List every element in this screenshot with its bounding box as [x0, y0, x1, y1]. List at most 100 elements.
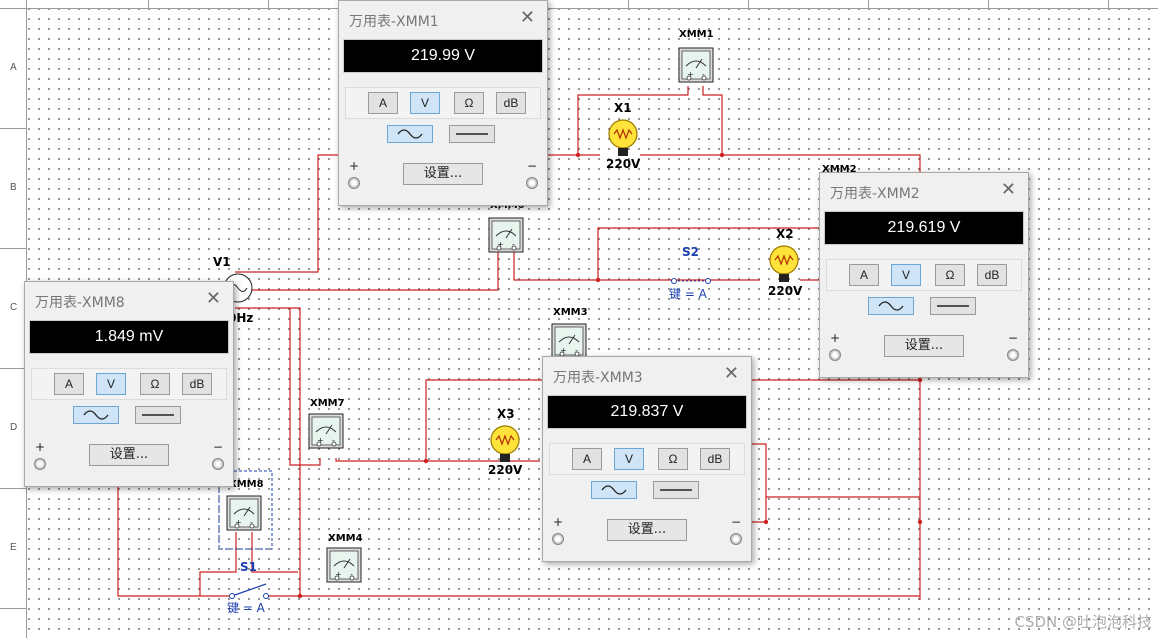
decibel-button[interactable]: dB	[977, 264, 1007, 286]
panel-title: 万用表-XMM2	[830, 186, 920, 202]
settings-button[interactable]: 设置...	[607, 519, 687, 541]
ohmmeter-button[interactable]: Ω	[454, 92, 484, 114]
selection-box	[218, 470, 273, 550]
reading-display: 1.849 mV	[29, 320, 229, 354]
lamp-x2[interactable]	[769, 245, 799, 283]
switch-s1[interactable]: S1 键 = A	[227, 560, 298, 615]
plus-terminal-label: +	[830, 331, 841, 345]
switch-s2-key: 键 = A	[669, 287, 708, 301]
minus-terminal[interactable]	[1007, 349, 1019, 361]
dc-line-icon	[456, 133, 488, 135]
plus-terminal[interactable]	[552, 533, 564, 545]
meter-symbol-xmm6[interactable]	[488, 217, 524, 253]
settings-button[interactable]: 设置...	[89, 444, 169, 466]
ruler-tick	[148, 0, 149, 8]
switch-s2-label: S2	[682, 245, 699, 259]
close-icon[interactable]: ✕	[1000, 179, 1016, 200]
ruler-tick	[0, 488, 26, 489]
ruler-tick	[748, 0, 749, 8]
plus-terminal[interactable]	[348, 177, 360, 189]
decibel-button[interactable]: dB	[700, 448, 730, 470]
ammeter-button[interactable]: A	[54, 373, 84, 395]
minus-terminal[interactable]	[212, 458, 224, 470]
mode-button-group: A V Ω dB	[345, 87, 541, 119]
voltmeter-button[interactable]: V	[614, 448, 644, 470]
lamp-x3[interactable]	[490, 425, 520, 463]
dc-mode-button[interactable]	[653, 481, 699, 499]
ammeter-button[interactable]: A	[368, 92, 398, 114]
dc-line-icon	[142, 414, 174, 416]
lamp-x3-label: X3	[497, 407, 515, 421]
source-label: V1	[213, 255, 231, 269]
ammeter-button[interactable]: A	[849, 264, 879, 286]
plus-terminal-label: +	[349, 159, 360, 173]
meter-symbol-xmm8[interactable]	[226, 495, 262, 531]
ammeter-button[interactable]: A	[572, 448, 602, 470]
voltmeter-button[interactable]: V	[891, 264, 921, 286]
dc-mode-button[interactable]	[135, 406, 181, 424]
close-icon[interactable]: ✕	[723, 363, 739, 384]
multimeter-panel-xmm1[interactable]: 万用表-XMM1 ✕ 219.99 V A V Ω dB + − 设置...	[338, 0, 548, 206]
minus-terminal-label: −	[526, 159, 537, 173]
mode-button-group: A V Ω dB	[549, 443, 745, 475]
ohmmeter-button[interactable]: Ω	[658, 448, 688, 470]
ruler-tick	[0, 608, 26, 609]
decibel-button[interactable]: dB	[182, 373, 212, 395]
panel-title: 万用表-XMM3	[553, 370, 643, 386]
switch-s2[interactable]: S2 键 = A	[669, 245, 711, 301]
settings-button[interactable]: 设置...	[884, 335, 964, 357]
settings-button[interactable]: 设置...	[403, 163, 483, 185]
ac-mode-button[interactable]	[591, 481, 637, 499]
ac-mode-button[interactable]	[868, 297, 914, 315]
sine-wave-icon	[878, 301, 904, 311]
meter-label: XMM3	[553, 307, 588, 318]
multimeter-panel-xmm3[interactable]: 万用表-XMM3 ✕ 219.837 V A V Ω dB + − 设置...	[542, 356, 752, 562]
close-icon[interactable]: ✕	[519, 7, 535, 28]
meter-symbol-xmm1[interactable]	[678, 47, 714, 83]
minus-terminal-label: −	[730, 515, 741, 529]
dc-line-icon	[660, 489, 692, 491]
minus-terminal[interactable]	[526, 177, 538, 189]
minus-terminal[interactable]	[730, 533, 742, 545]
ohmmeter-button[interactable]: Ω	[140, 373, 170, 395]
meter-label: XMM7	[310, 398, 345, 409]
meter-label: XMM2	[822, 164, 857, 175]
minus-terminal-label: −	[212, 440, 223, 454]
close-icon[interactable]: ✕	[205, 288, 221, 309]
ac-mode-button[interactable]	[73, 406, 119, 424]
decibel-button[interactable]: dB	[496, 92, 526, 114]
meter-symbol-xmm7[interactable]	[308, 413, 344, 449]
ruler-tick	[1108, 0, 1109, 8]
dc-mode-button[interactable]	[449, 125, 495, 143]
wire-network	[117, 86, 921, 600]
meter-symbol-xmm3[interactable]	[551, 323, 587, 359]
left-ruler: A B C D E	[0, 0, 27, 638]
plus-terminal-label: +	[553, 515, 564, 529]
meter-label: XMM8	[229, 479, 264, 490]
ruler-tick	[868, 0, 869, 8]
voltmeter-button[interactable]: V	[96, 373, 126, 395]
plus-terminal[interactable]	[829, 349, 841, 361]
ruler-row-label: E	[10, 542, 17, 553]
minus-terminal-label: −	[1007, 331, 1018, 345]
panel-title: 万用表-XMM1	[349, 14, 439, 30]
dc-mode-button[interactable]	[930, 297, 976, 315]
lamp-x1[interactable]	[608, 119, 638, 157]
mode-button-group: A V Ω dB	[31, 368, 227, 400]
voltmeter-button[interactable]: V	[410, 92, 440, 114]
ruler-row-label: B	[10, 182, 17, 193]
lamp-x1-label: X1	[614, 101, 632, 115]
multimeter-panel-xmm8[interactable]: 万用表-XMM8 ✕ 1.849 mV A V Ω dB + − 设置...	[24, 281, 234, 487]
multimeter-panel-xmm2[interactable]: 万用表-XMM2 ✕ 219.619 V A V Ω dB + − 设置...	[819, 172, 1029, 378]
ruler-row-label: A	[10, 62, 17, 73]
meter-symbol-xmm4[interactable]	[326, 547, 362, 583]
plus-terminal[interactable]	[34, 458, 46, 470]
ruler-tick	[988, 0, 989, 8]
watermark: CSDN @吐泡泡科技	[1014, 613, 1152, 631]
source-frequency-label: 0Hz	[228, 311, 253, 325]
dc-line-icon	[937, 305, 969, 307]
ohmmeter-button[interactable]: Ω	[935, 264, 965, 286]
switch-s1-label: S1	[240, 560, 257, 574]
ac-mode-button[interactable]	[387, 125, 433, 143]
